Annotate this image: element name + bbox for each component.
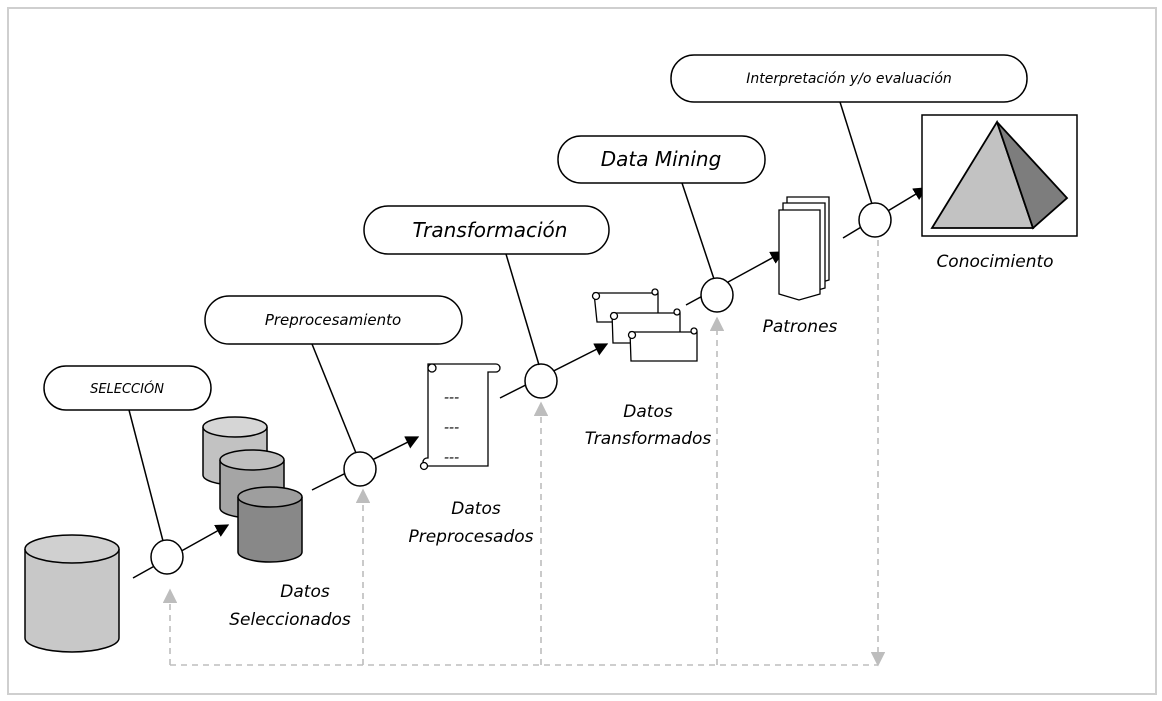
step-interpretacion: Interpretación y/o evaluación bbox=[670, 54, 1028, 103]
process-node-data-mining bbox=[700, 277, 734, 313]
process-node-preprocesamiento bbox=[343, 451, 377, 487]
step-transformacion-oval bbox=[363, 205, 610, 255]
caption-datos-transformados-line1: Datos bbox=[623, 402, 673, 422]
scroll-mark-2: --- bbox=[444, 420, 459, 436]
step-preprocesamiento-label: Preprocesamiento bbox=[265, 311, 401, 329]
step-interpretacion-oval bbox=[670, 54, 1028, 103]
caption-datos-preprocesados: Datos Preprocesados bbox=[408, 499, 533, 547]
connector-interpretacion bbox=[839, 101, 873, 205]
step-preprocesamiento: Preprocesamiento bbox=[204, 295, 463, 345]
step-data-mining: Data Mining bbox=[557, 135, 766, 184]
caption-datos-seleccionados: Datos Seleccionados bbox=[229, 582, 351, 630]
knowledge-pyramid-icon bbox=[921, 114, 1078, 237]
label-connectors bbox=[128, 101, 873, 542]
step-transformacion: Transformación bbox=[363, 205, 610, 255]
caption-datos-preprocesados-line2: Preprocesados bbox=[408, 527, 533, 547]
connector-transformacion bbox=[505, 253, 540, 366]
process-node-seleccion bbox=[150, 539, 184, 575]
step-transformacion-label: Transformación bbox=[413, 218, 568, 242]
caption-conocimiento: Conocimiento bbox=[936, 252, 1053, 272]
diagram-frame bbox=[7, 7, 1157, 695]
preprocessed-data-scroll-icon bbox=[419, 363, 501, 471]
caption-patrones: Patrones bbox=[763, 317, 838, 337]
caption-datos-transformados-line2: Transformados bbox=[585, 429, 712, 449]
caption-datos-transformados: Datos Transformados bbox=[585, 402, 712, 449]
patterns-documents-icon bbox=[778, 196, 830, 301]
step-seleccion: SELECCIÓN bbox=[43, 365, 212, 411]
connector-data-mining bbox=[681, 182, 715, 280]
step-data-mining-oval bbox=[557, 135, 766, 184]
process-nodes bbox=[150, 202, 892, 575]
step-preprocesamiento-oval bbox=[204, 295, 463, 345]
feedback-lines bbox=[162, 240, 886, 667]
step-seleccion-label: SELECCIÓN bbox=[90, 381, 164, 397]
step-interpretacion-label: Interpretación y/o evaluación bbox=[746, 71, 952, 87]
caption-datos-seleccionados-line2: Seleccionados bbox=[229, 610, 351, 630]
process-node-interpretacion bbox=[858, 202, 892, 238]
transformed-data-scrolls-icon bbox=[591, 288, 698, 362]
source-database-icon bbox=[24, 534, 120, 653]
scroll-mark-1: --- bbox=[444, 390, 459, 406]
scroll-mark-3: --- bbox=[444, 450, 459, 466]
connector-seleccion bbox=[128, 409, 164, 542]
step-seleccion-oval bbox=[43, 365, 212, 411]
selected-data-cylinders-icon bbox=[202, 416, 303, 563]
connector-preprocesamiento bbox=[311, 343, 357, 454]
caption-datos-preprocesados-line1: Datos bbox=[451, 499, 501, 519]
caption-datos-seleccionados-line1: Datos bbox=[280, 582, 330, 602]
process-node-transformacion bbox=[524, 363, 558, 399]
step-data-mining-label: Data Mining bbox=[601, 147, 722, 171]
scroll-marks: --- --- --- bbox=[444, 390, 459, 466]
